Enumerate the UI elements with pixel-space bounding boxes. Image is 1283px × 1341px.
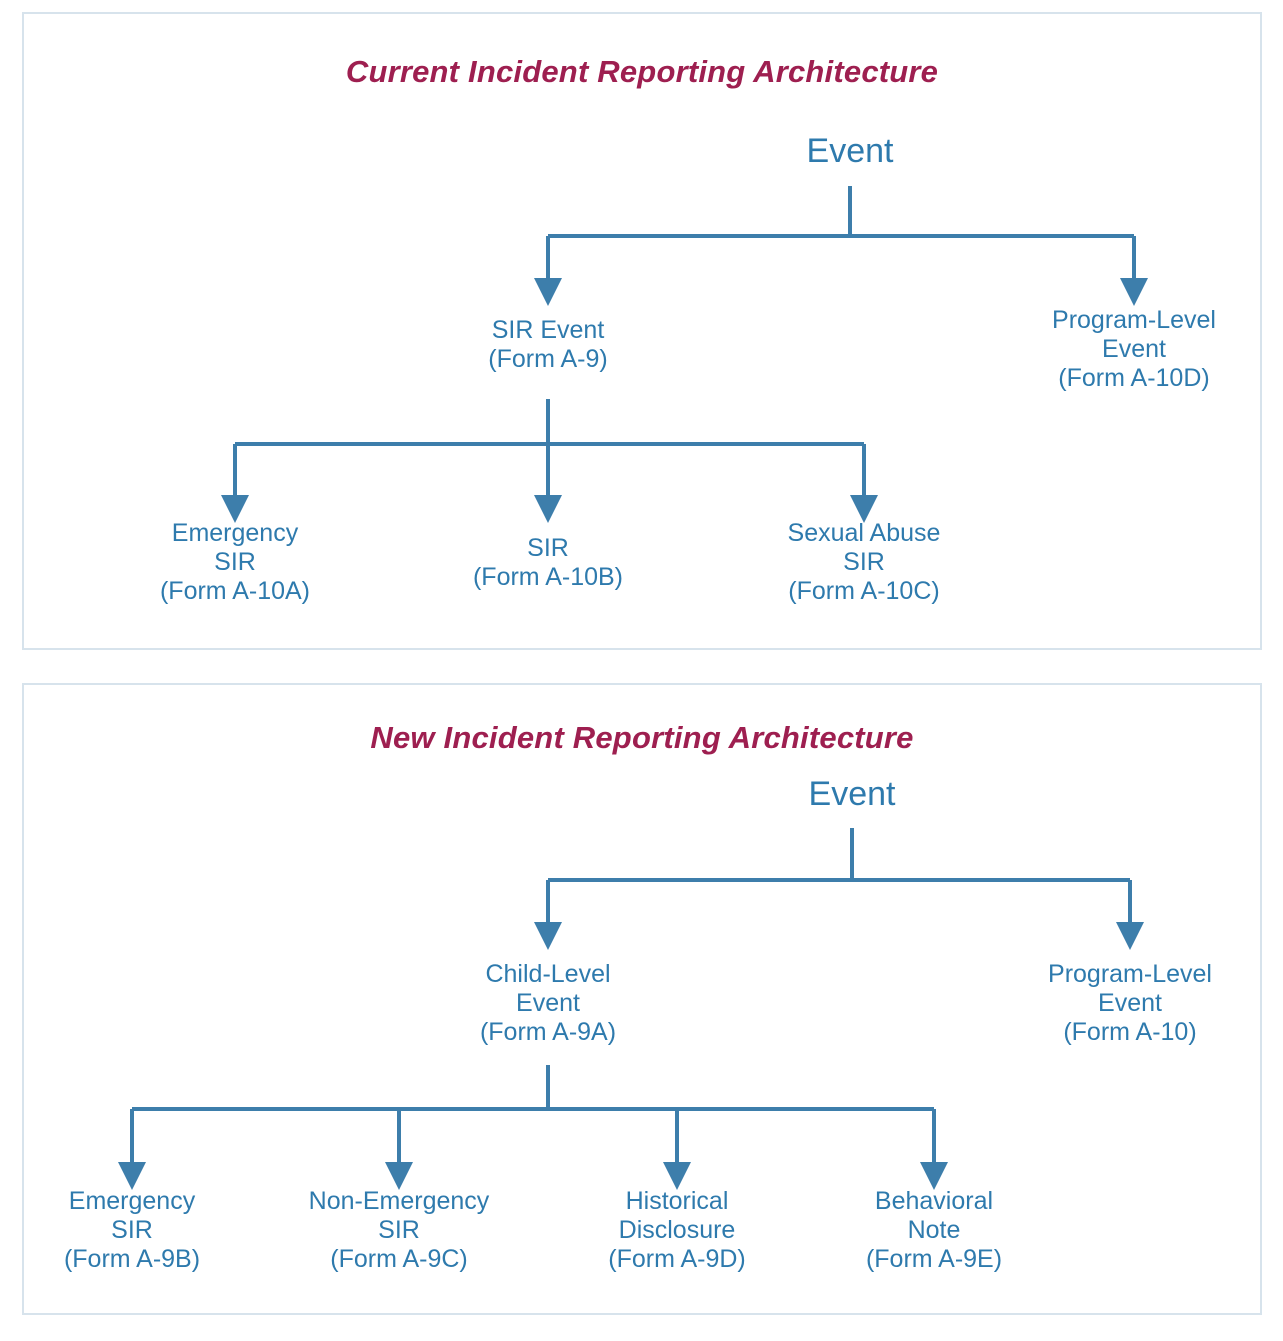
- arrowhead-behavioral-note: [920, 1162, 948, 1190]
- arrowhead-non-emergency-sir: [385, 1162, 413, 1190]
- node-new-non-emergency-sir: Non-Emergency SIR (Form A-9C): [308, 1187, 490, 1273]
- node-new-child-level-event: Child-Level Event (Form A-9A): [479, 960, 617, 1046]
- arrowhead-program-level: [1120, 278, 1148, 306]
- arrowhead-child-level-event: [534, 922, 562, 950]
- arrowhead-sir-event: [534, 278, 562, 306]
- node-new-behavioral-note: Behavioral Note (Form A-9E): [865, 1187, 1003, 1273]
- node-current-sir: SIR (Form A-10B): [472, 534, 624, 591]
- arrowhead-program-level-event: [1116, 922, 1144, 950]
- panel-new-architecture: New Incident Reporting Architecture: [22, 683, 1262, 1315]
- arrowhead-historical-disclosure: [663, 1162, 691, 1190]
- node-new-program-level-event: Program-Level Event (Form A-10): [1048, 960, 1212, 1046]
- node-current-emergency-sir: Emergency SIR (Form A-10A): [159, 519, 311, 605]
- arrowhead-sir: [534, 495, 562, 523]
- arrowhead-emergency-sir: [118, 1162, 146, 1190]
- node-current-sexual-abuse-sir: Sexual Abuse SIR (Form A-10C): [787, 519, 941, 605]
- node-current-root-event: Event: [806, 132, 894, 170]
- panel-new-title: New Incident Reporting Architecture: [370, 720, 914, 755]
- node-new-root-event: Event: [808, 775, 896, 813]
- node-new-emergency-sir: Emergency SIR (Form A-9B): [63, 1187, 201, 1273]
- node-new-historical-disclosure: Historical Disclosure (Form A-9D): [608, 1187, 746, 1273]
- panel-current-architecture: Current Incident Reporting Architecture: [22, 12, 1262, 650]
- node-current-sir-event: SIR Event (Form A-9): [488, 316, 608, 373]
- node-current-program-level-event: Program-Level Event (Form A-10D): [1052, 306, 1216, 392]
- panel-current-title: Current Incident Reporting Architecture: [345, 54, 939, 89]
